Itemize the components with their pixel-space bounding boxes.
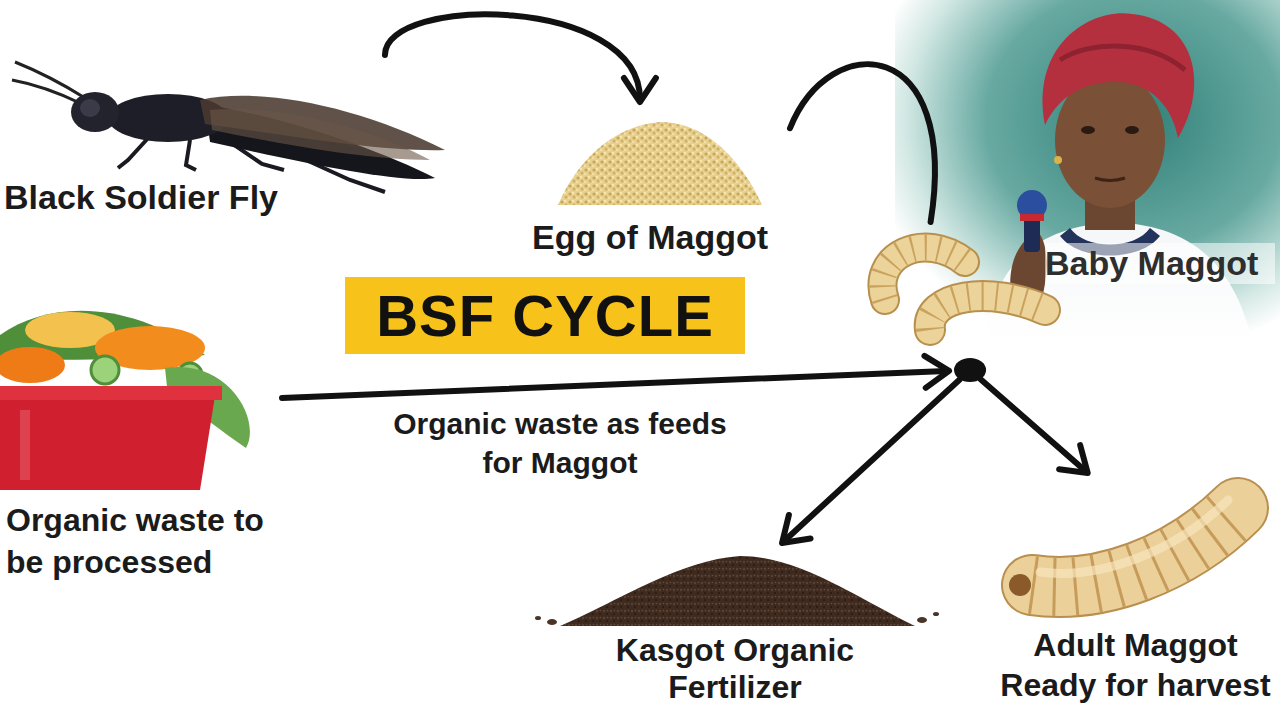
fly-drawing xyxy=(12,62,445,192)
eye xyxy=(1125,126,1139,134)
connector-line xyxy=(981,379,1086,471)
maggot-head xyxy=(1009,574,1031,596)
connector-arrow xyxy=(981,379,1088,473)
microphone-band xyxy=(1020,214,1044,221)
adult-maggot xyxy=(1009,500,1238,596)
adult-maggot-stage: Adult Maggot Ready for harvest xyxy=(995,475,1276,715)
connector-arrow xyxy=(790,64,935,222)
baby-maggot-stage: Baby Maggot xyxy=(860,225,1280,370)
bin-body xyxy=(0,396,215,490)
veg-slice xyxy=(91,356,119,384)
connector-line xyxy=(784,379,959,540)
fly-head xyxy=(71,92,119,132)
hub-dot xyxy=(954,358,986,382)
photo-ground xyxy=(895,0,1280,340)
stage-label: Organic waste to be processed xyxy=(6,500,278,583)
maggot-outline xyxy=(930,296,1045,330)
stage-label: Kasgot Organic Fertilizer xyxy=(565,632,905,706)
stage-label: Adult Maggot Ready for harvest xyxy=(995,625,1276,705)
fly-antenna xyxy=(15,62,85,98)
bin-shine xyxy=(20,410,30,480)
stage-label: Egg of Maggot xyxy=(510,217,790,258)
connector-line xyxy=(282,371,946,398)
microphone-head xyxy=(1017,190,1047,220)
fly-eye xyxy=(80,99,100,117)
head-wrap xyxy=(1043,13,1195,138)
edge-label: Organic waste as feeds for Maggot xyxy=(380,404,740,482)
soil-crumb xyxy=(933,612,939,616)
waste-bin-drawing xyxy=(0,311,250,490)
fly-leg xyxy=(186,140,196,170)
baby-maggots xyxy=(882,248,1045,330)
fertilizer-pile xyxy=(535,556,939,626)
soil-mound xyxy=(560,556,915,626)
egg-stage: Egg of Maggot xyxy=(510,105,790,260)
fly-leg xyxy=(118,136,150,168)
soil-crumb xyxy=(917,617,927,623)
stage-label: Baby Maggot xyxy=(1045,243,1275,284)
head-wrap-fold xyxy=(1060,46,1185,70)
maggot-bands xyxy=(930,296,1045,330)
connector-arrow xyxy=(282,356,949,398)
fly-antenna xyxy=(12,80,82,104)
fly-wing xyxy=(210,109,430,160)
arrow-head xyxy=(1059,445,1088,473)
arrow-head xyxy=(624,78,656,102)
title-banner: BSF CYCLE xyxy=(345,277,745,354)
mouth xyxy=(1095,178,1125,181)
veg-orange xyxy=(0,347,65,383)
arrow-head xyxy=(924,356,949,388)
egg-pile xyxy=(558,122,762,205)
stage-label: Black Soldier Fly xyxy=(4,177,444,218)
soil-crumb xyxy=(535,616,541,620)
arrow-head xyxy=(782,515,810,543)
connector-line xyxy=(385,14,640,99)
connector-arrow xyxy=(782,379,960,542)
speaker-photo xyxy=(895,0,1280,340)
title-text: BSF CYCLE xyxy=(376,287,714,345)
connector-arrow xyxy=(385,14,656,102)
fly-stage: Black Soldier Fly xyxy=(0,55,455,220)
eye xyxy=(1081,126,1095,134)
maggot-body xyxy=(930,296,1045,330)
fertilizer-stage: Kasgot Organic Fertilizer xyxy=(540,545,930,720)
soil-crumb xyxy=(547,619,557,625)
maggot-shine xyxy=(1040,500,1228,573)
connector-line xyxy=(790,64,935,222)
earring xyxy=(1054,156,1062,164)
waste-stage: Organic waste to be processed xyxy=(0,295,282,595)
bin-rim xyxy=(0,386,222,400)
